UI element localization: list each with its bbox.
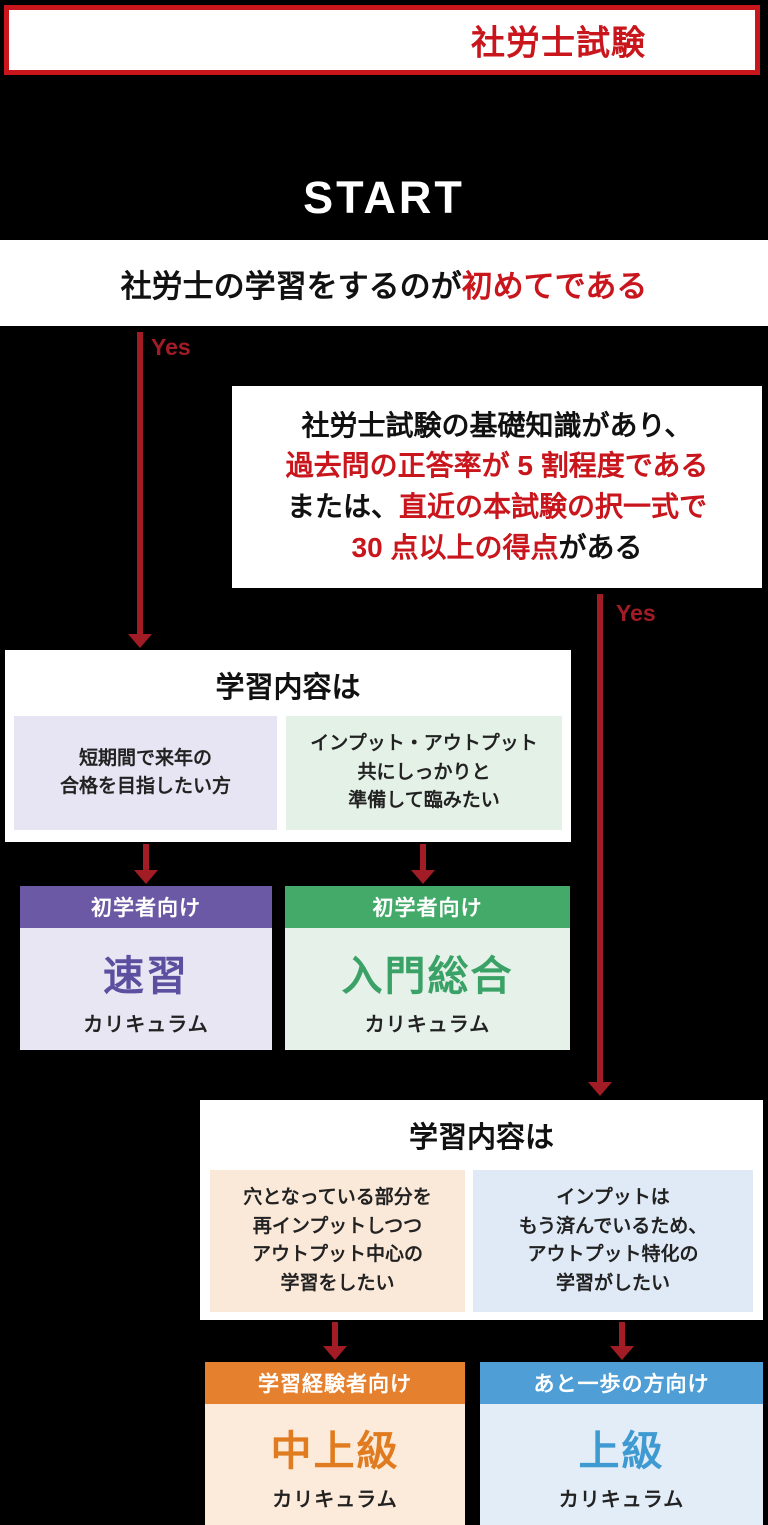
arrow-down-experienced [588, 594, 612, 1096]
question-experienced-line1: 社労士試験の基礎知識があり、 [301, 409, 693, 441]
question-first-time-highlight: 初めてである [461, 268, 648, 304]
option-thorough-prep: インプット・アウトプット 共にしっかりと 準備して臨みたい [286, 716, 562, 830]
card-sokushu-curriculum[interactable]: 初学者向け 速習 カリキュラム [20, 886, 272, 1050]
card-name-jokyu: 上級 [578, 1428, 665, 1474]
card-jokyu-curriculum[interactable]: あと一歩の方向け 上級 カリキュラム [480, 1362, 763, 1525]
branch-beginner: 学習内容は 短期間で来年の 合格を目指したい方 インプット・アウトプット 共にし… [5, 650, 571, 842]
card-sub-curriculum: カリキュラム [558, 1489, 685, 1511]
card-body: 中上級 カリキュラム [205, 1404, 465, 1525]
branch-experienced-title: 学習内容は [408, 1122, 554, 1154]
yes-label-2: Yes [616, 600, 656, 626]
question-experienced: 社労士試験の基礎知識があり、 過去問の正答率が 5 割程度である または、直近の… [232, 386, 762, 588]
branch-beginner-title: 学習内容は [215, 672, 361, 704]
yes-label-1: Yes [151, 334, 191, 360]
arrow-to-sokushu [134, 844, 158, 884]
line4-black: がある [558, 531, 643, 563]
arrow-to-chujokyu [323, 1322, 347, 1360]
arrow-to-nyumon [411, 844, 435, 884]
card-chujokyu-curriculum[interactable]: 学習経験者向け 中上級 カリキュラム [205, 1362, 465, 1525]
card-tag-beginner: 初学者向け [20, 886, 272, 928]
question-experienced-line3: または、直近の本試験の択一式で [287, 487, 707, 528]
line3-red: 直近の本試験の択一式で [399, 491, 708, 522]
question-first-time: 社労士の学習をするのが初めてである [0, 240, 768, 326]
arrow-to-jokyu [610, 1322, 634, 1360]
question-experienced-line4: 30 点以上の得点がある [352, 528, 643, 569]
start-label: START [303, 172, 465, 223]
card-body: 速習 カリキュラム [20, 928, 272, 1050]
exam-title: 社労士試験 [471, 24, 646, 63]
option-reinput-output: 穴となっている部分を 再インプットしつつ アウトプット中心の 学習をしたい [210, 1170, 465, 1312]
question-experienced-line2: 過去問の正答率が 5 割程度である [285, 450, 709, 482]
arrow-down-beginner [128, 332, 152, 648]
card-tag-beginner: 初学者向け [285, 886, 570, 928]
card-body: 入門総合 カリキュラム [285, 928, 570, 1050]
question-first-time-text: 社労士の学習をするのが [120, 268, 462, 304]
card-name-chujokyu: 中上級 [270, 1428, 400, 1474]
exam-title-banner: 社労士試験 [4, 5, 760, 75]
card-name-nyumon-sogo: 入門総合 [341, 952, 514, 999]
line4-red: 30 点以上の得点 [351, 531, 559, 563]
option-short-term: 短期間で来年の 合格を目指したい方 [14, 716, 277, 830]
card-tag-experienced: 学習経験者向け [205, 1362, 465, 1404]
branch-experienced: 学習内容は 穴となっている部分を 再インプットしつつ アウトプット中心の 学習を… [200, 1100, 763, 1320]
card-nyumon-sogo-curriculum[interactable]: 初学者向け 入門総合 カリキュラム [285, 886, 570, 1050]
card-sub-curriculum: カリキュラム [364, 1013, 491, 1036]
card-name-sokushu: 速習 [103, 952, 189, 999]
card-tag-one-more-step: あと一歩の方向け [480, 1362, 763, 1404]
card-sub-curriculum: カリキュラム [83, 1013, 209, 1036]
card-sub-curriculum: カリキュラム [272, 1489, 398, 1511]
option-output-focus: インプットは もう済んでいるため、 アウトプット特化の 学習がしたい [473, 1170, 753, 1312]
card-body: 上級 カリキュラム [480, 1404, 763, 1525]
line3-black: または、 [286, 491, 399, 522]
